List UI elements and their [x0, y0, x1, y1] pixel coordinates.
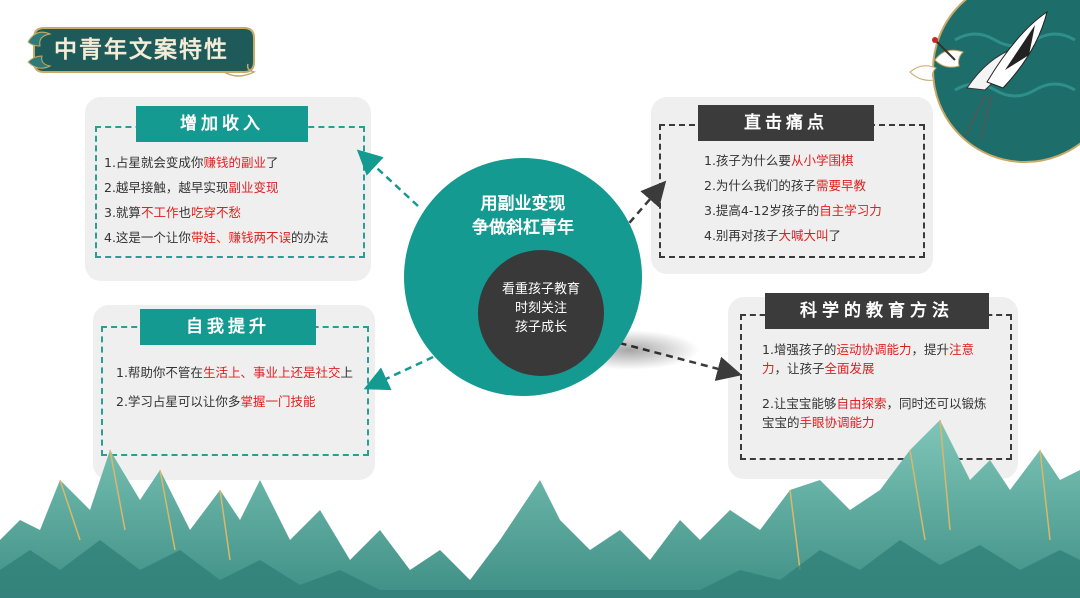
center-title: 用副业变现 争做斜杠青年	[472, 194, 574, 238]
list-item: 2.让宝宝能够自由探索，同时还可以锻炼宝宝的手眼协调能力	[762, 396, 987, 430]
list-item: 3.提高4-12岁孩子的自主学习力	[704, 203, 882, 218]
card-income-heading: 增加收入	[136, 106, 308, 142]
card-self-heading: 自我提升	[140, 309, 316, 345]
card-method-heading: 科学的教育方法	[765, 293, 989, 329]
crane-icon	[909, 0, 1080, 163]
list-item: 1.增强孩子的运动协调能力，提升注意力，让孩子全面发展	[762, 342, 974, 376]
title-banner	[27, 27, 257, 77]
list-item: 2.为什么我们的孩子需要早教	[704, 178, 866, 193]
mountains-icon	[0, 420, 1080, 598]
list-item: 3.就算不工作也吃穿不愁	[104, 205, 241, 220]
list-item: 2.学习占星可以让你多掌握一门技能	[116, 394, 316, 409]
list-item: 1.占星就会变成你赚钱的副业了	[104, 155, 279, 170]
inner-circle-text: 看重孩子教育 时刻关注 孩子成长	[501, 282, 580, 335]
card-pain-list: 1.孩子为什么要从小学围棋 2.为什么我们的孩子需要早教 3.提高4-12岁孩子…	[704, 148, 914, 248]
card-self-list: 1.帮助你不管在生活上、事业上还是社交上 2.学习占星可以让你多掌握一门技能	[116, 360, 356, 414]
list-item: 1.孩子为什么要从小学围棋	[704, 153, 854, 168]
card-pain-heading: 直击痛点	[698, 105, 874, 141]
list-item: 2.越早接触，越早实现副业变现	[104, 180, 279, 195]
list-item: 1.帮助你不管在生活上、事业上还是社交上	[116, 365, 353, 380]
arrow-to-self	[363, 350, 445, 391]
card-method-list: 1.增强孩子的运动协调能力，提升注意力，让孩子全面发展 2.让宝宝能够自由探索，…	[762, 340, 996, 432]
page-title: 中青年文案特性	[54, 36, 229, 63]
list-item: 4.别再对孩子大喊大叫了	[704, 228, 841, 243]
list-item: 4.这是一个让你带娃、赚钱两不误的办法	[104, 230, 329, 245]
inner-circle	[478, 250, 604, 376]
card-income-list: 1.占星就会变成你赚钱的副业了 2.越早接触，越早实现副业变现 3.就算不工作也…	[104, 150, 360, 250]
